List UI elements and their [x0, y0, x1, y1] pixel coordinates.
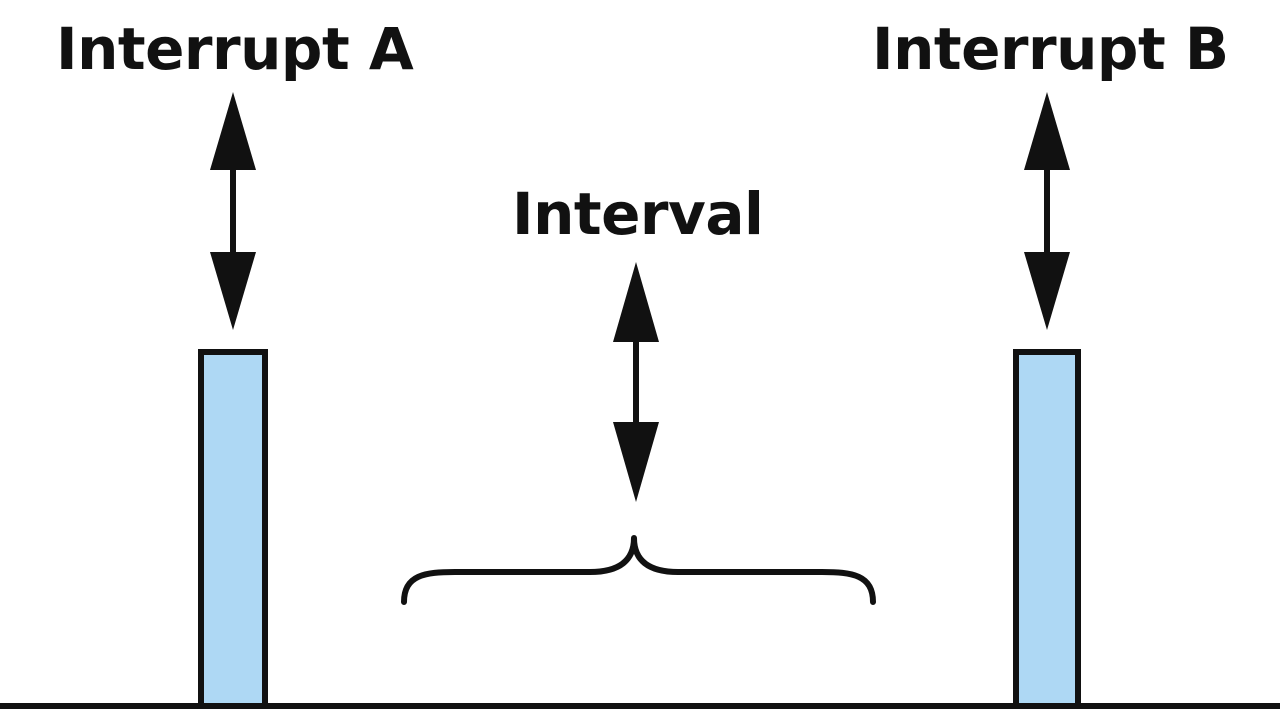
interrupt-b-pulse — [1013, 349, 1081, 709]
interrupt-b-arrow — [1024, 92, 1070, 330]
interrupt-a-pulse — [198, 349, 268, 709]
interval-arrow — [613, 262, 659, 502]
interval-brace — [401, 535, 876, 605]
interval-label: Interval — [512, 180, 764, 248]
interrupt-a-label: Interrupt A — [56, 15, 414, 83]
interrupt-a-arrow — [210, 92, 256, 330]
interrupt-b-label: Interrupt B — [872, 15, 1229, 83]
